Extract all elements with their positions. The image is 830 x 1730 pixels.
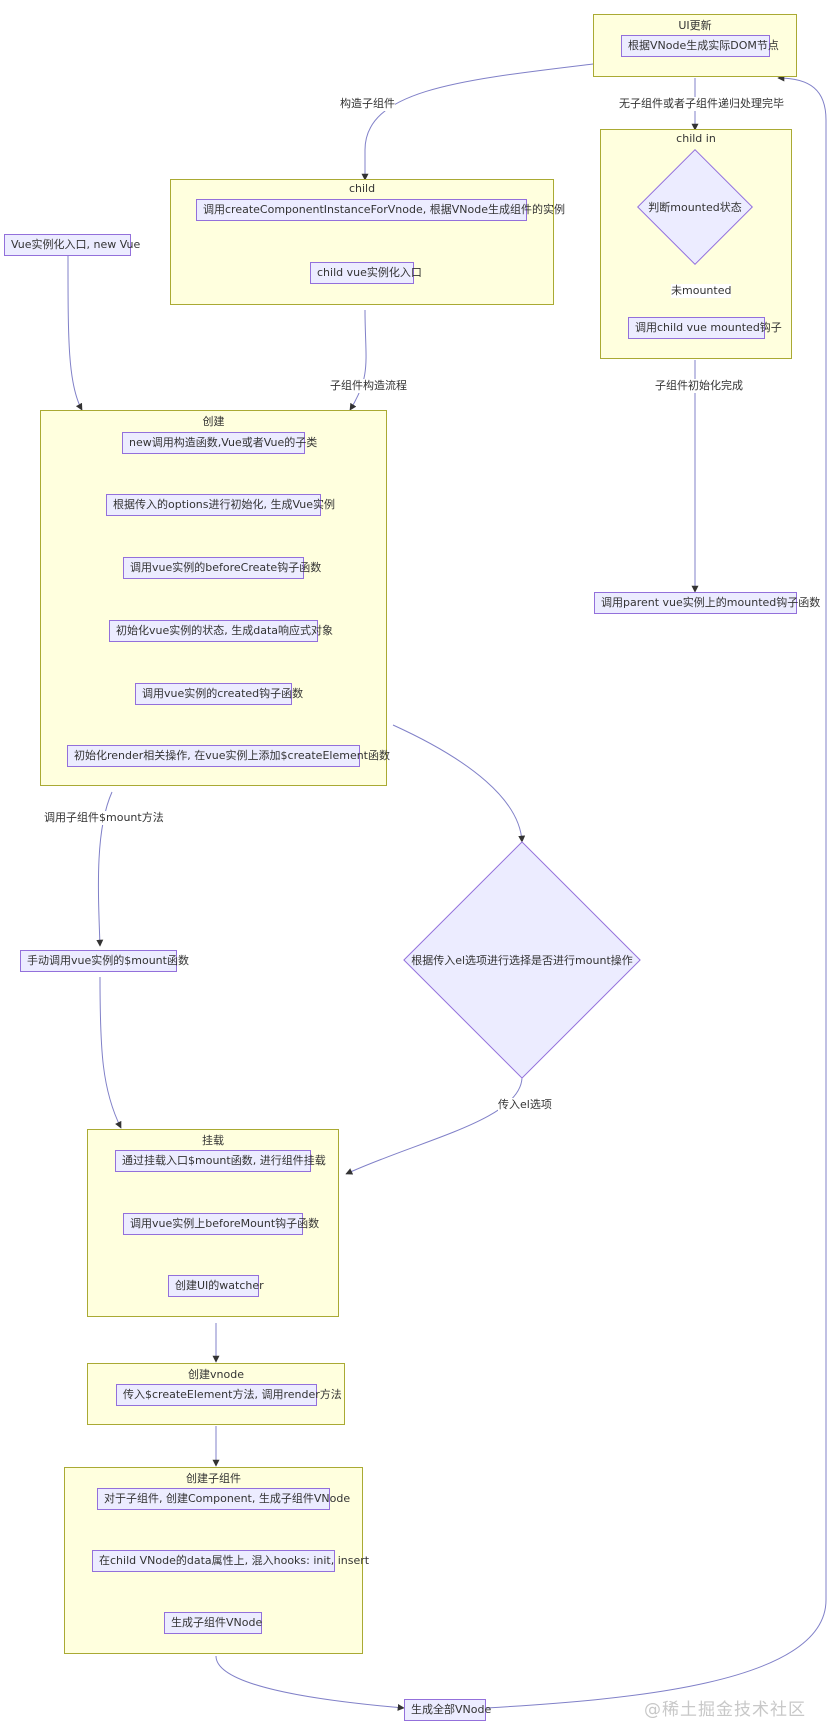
edge-manual-to-mount [99, 976, 122, 1129]
node-ui-dom: 根据VNode生成实际DOM节点 [621, 35, 779, 57]
edge-label-construct-child: 构造子组件 [340, 97, 395, 111]
node-init-options: 根据传入的options进行初始化, 生成Vue实例 [106, 494, 335, 516]
cluster-title: 创建vnode [188, 1368, 244, 1381]
node-all-vnode: 生成全部VNode [404, 1699, 491, 1721]
node-created: 调用vue实例的created钩子函数 [135, 683, 303, 705]
edge-label-pass-el: 传入el选项 [498, 1098, 552, 1112]
node-create-component: 对于子组件, 创建Component, 生成子组件VNode [97, 1488, 350, 1510]
cluster-create: 创建 [40, 410, 387, 786]
cluster-title: UI更新 [678, 19, 712, 32]
node-manual-mount: 手动调用vue实例的$mount函数 [20, 950, 189, 972]
node-child-entry: child vue实例化入口 [310, 262, 422, 284]
node-new-constructor: new调用构造函数,Vue或者Vue的子类 [122, 432, 317, 454]
node-init-state: 初始化vue实例的状态, 生成data响应式对象 [109, 620, 333, 642]
diamond-label: 判断mounted状态 [648, 201, 742, 214]
edge-label-not-mounted: 未mounted [671, 284, 732, 298]
edge-entry-to-create [67, 255, 83, 411]
edge-label-child-construct-flow: 子组件构造流程 [330, 379, 407, 393]
node-before-mount: 调用vue实例上beforeMount钩子函数 [123, 1213, 319, 1235]
node-child-mounted-hook: 调用child vue mounted钩子 [628, 317, 782, 339]
edge-ui-to-child [361, 63, 594, 181]
node-judge-mounted: 判断mounted状态 [637, 149, 753, 265]
watermark: @稀土掘金技术社区 [644, 1700, 806, 1720]
node-render-call: 传入$createElement方法, 调用render方法 [116, 1384, 342, 1406]
cluster-title: 创建 [202, 415, 225, 428]
edge-label-call-child-mount: 调用子组件$mount方法 [44, 811, 164, 825]
edge-decision-to-mount [345, 1077, 523, 1175]
edge-childcomp-to-all [215, 1655, 405, 1711]
edge-label-recursion-done: 无子组件或者子组件递归处理完毕 [619, 97, 784, 111]
node-vue-entry: Vue实例化入口, new Vue [4, 234, 140, 256]
cluster-title: 挂载 [202, 1134, 224, 1147]
node-el-decision: 根据传入el选项进行选择是否进行mount操作 [402, 841, 642, 1079]
edge-create-to-decision [392, 724, 526, 843]
diamond-label: 根据传入el选项进行选择是否进行mount操作 [411, 954, 633, 967]
node-create-watcher: 创建UI的watcher [168, 1275, 264, 1297]
edge-create-to-manual [96, 791, 113, 947]
node-init-render: 初始化render相关操作, 在vue实例上添加$createElement函数 [67, 745, 390, 767]
node-mount-entry: 通过挂载入口$mount函数, 进行组件挂载 [115, 1150, 326, 1172]
edge-child-to-create [349, 309, 367, 411]
node-before-create: 调用vue实例的beforeCreate钩子函数 [123, 557, 321, 579]
node-create-instance: 调用createComponentInstanceForVnode, 根据VNo… [196, 199, 565, 221]
cluster-title: child [348, 182, 376, 195]
edge-all-to-ui [485, 74, 827, 1709]
edge-label-child-init-done: 子组件初始化完成 [655, 379, 743, 393]
node-mix-hooks: 在child VNode的data属性上, 混入hooks: init, ins… [92, 1550, 369, 1572]
node-parent-mounted-hook: 调用parent vue实例上的mounted钩子函数 [594, 592, 820, 614]
cluster-child: child [170, 179, 554, 305]
node-gen-child-vnode: 生成子组件VNode [164, 1612, 262, 1634]
cluster-title: 创建子组件 [186, 1472, 241, 1485]
cluster-title: child in [676, 132, 716, 145]
